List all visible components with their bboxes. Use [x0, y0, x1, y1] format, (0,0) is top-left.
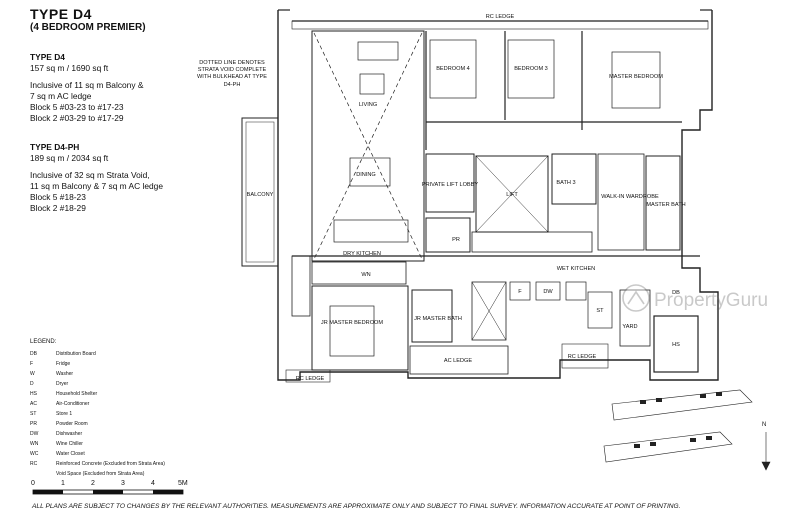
st-label: ST	[596, 308, 604, 314]
legend-desc: Dryer	[56, 381, 69, 387]
legend-item: D Dryer	[30, 380, 68, 389]
type-d4-area: 157 sq m / 1690 sq ft	[30, 63, 109, 73]
scale-tick: 3	[121, 480, 125, 487]
legend-code: WN	[30, 441, 39, 447]
db-label: DB	[672, 290, 680, 296]
type-d4-heading: TYPE D4	[30, 52, 65, 62]
master-bedroom-label: MASTER BEDROOM	[609, 74, 663, 80]
legend-code: WC	[30, 451, 39, 457]
legend-item: PR Powder Room	[30, 420, 88, 429]
dishwasher-label: DW	[543, 289, 553, 295]
lift-label: LIFT	[506, 192, 518, 198]
rc-ledge-top-label: RC LEDGE	[486, 14, 515, 20]
type-d4ph-heading: TYPE D4-PH	[30, 142, 80, 152]
legend-code: DW	[30, 431, 39, 437]
legend-item: DB Distribution Board	[30, 350, 96, 359]
type-d4ph-line: Block 2 #18-29	[30, 203, 86, 213]
legend-code: PR	[30, 421, 37, 427]
scale-tick: 0	[31, 480, 35, 487]
type-d4-line: 7 sq m AC ledge	[30, 91, 92, 101]
private-lift-lobby-label: PRIVATE LIFT LOBBY	[422, 182, 479, 188]
legend-item: F Fridge	[30, 360, 70, 369]
balcony-label: BALCONY	[247, 192, 274, 198]
legend-desc: Reinforced Concrete (Excluded from Strat…	[56, 461, 165, 467]
type-d4ph-info: TYPE D4-PH 189 sq m / 2034 sq ft Inclusi…	[30, 142, 163, 214]
bath3-label: BATH 3	[556, 180, 575, 186]
jr-master-bath-label: JR MASTER BATH	[414, 316, 462, 322]
jr-master-bedroom-label: JR MASTER BEDROOM	[321, 320, 383, 326]
legend-desc: Void Space (Excluded from Strata Area)	[56, 471, 145, 477]
rc-ledge-bottom-label: RC LEDGE	[296, 376, 325, 382]
scale-tick: 5M	[178, 480, 188, 487]
fridge-label: F	[518, 289, 522, 295]
svg-text:PropertyGuru: PropertyGuru	[654, 290, 768, 311]
legend-desc: Dishwasher	[56, 431, 83, 437]
plan-subtitle: (4 BEDROOM PREMIER)	[30, 22, 146, 33]
legend-code: HS	[30, 391, 37, 397]
dining-label: DINING	[356, 172, 376, 178]
scale-tick: 1	[61, 480, 65, 487]
bedroom4-label: BEDROOM 4	[436, 66, 470, 72]
master-bath-label: MASTER BATH	[646, 202, 685, 208]
legend-code: W	[30, 371, 35, 377]
type-d4ph-line: 11 sq m Balcony & 7 sq m AC ledge	[30, 181, 163, 191]
legend-item: WC Water Closet	[30, 450, 85, 459]
legend-desc: Store 1	[56, 411, 73, 417]
legend-code: ST	[30, 411, 37, 417]
legend-code: D	[30, 381, 34, 387]
dry-kitchen-label: DRY KITCHEN	[343, 251, 381, 257]
legend-desc: Household Shelter	[56, 391, 98, 397]
living-label: LIVING	[359, 102, 377, 108]
strata-void-note: DOTTED LINE DENOTES STRATA VOID COMPLETE…	[197, 60, 267, 88]
legend-desc: Air-Conditioner	[56, 401, 90, 407]
legend-desc: Water Closet	[56, 451, 85, 457]
legend-code: AC	[30, 401, 37, 407]
legend-code: RC	[30, 461, 38, 467]
walk-in-wardrobe-label: WALK-IN WARDROBE	[601, 194, 659, 200]
legend-desc: Distribution Board	[56, 351, 96, 357]
type-d4-line: Block 2 #03-29 to #17-29	[30, 113, 124, 123]
pr-label: PR	[452, 237, 460, 243]
scale-tick: 4	[151, 480, 155, 487]
type-d4-line: Inclusive of 11 sq m Balcony &	[30, 80, 144, 90]
type-d4-info: TYPE D4 157 sq m / 1690 sq ft Inclusive …	[30, 52, 143, 124]
type-d4ph-line: Block 5 #18-23	[30, 192, 86, 202]
wine-chiller-label: WN	[361, 272, 370, 278]
legend-item: HS Household Shelter	[30, 390, 97, 399]
wet-kitchen-label: WET KITCHEN	[557, 266, 595, 272]
legend-code: F	[30, 361, 34, 367]
scale-tick: 2	[91, 480, 95, 487]
legend-code: DB	[30, 351, 37, 357]
disclaimer-footer: ALL PLANS ARE SUBJECT TO CHANGES BY THE …	[32, 503, 681, 510]
legend-item: W Washer	[30, 370, 73, 379]
plan-title: TYPE D4	[30, 6, 92, 22]
type-d4ph-line: Inclusive of 32 sq m Strata Void,	[30, 170, 150, 180]
ac-ledge-label: AC LEDGE	[444, 358, 473, 364]
legend-desc: Powder Room	[56, 421, 88, 427]
bedroom3-label: BEDROOM 3	[514, 66, 548, 72]
legend-desc: Washer	[56, 371, 74, 377]
legend-item: ST Store 1	[30, 410, 72, 419]
hs-label: HS	[672, 342, 680, 348]
legend-item: DW Dishwasher	[30, 430, 82, 439]
type-d4ph-area: 189 sq m / 2034 sq ft	[30, 153, 109, 163]
north-label: N	[762, 422, 767, 428]
type-d4-line: Block 5 #03-23 to #17-23	[30, 102, 124, 112]
legend-item: AC Air-Conditioner	[30, 400, 89, 409]
legend-item: Void Space (Excluded from Strata Area)	[30, 470, 144, 479]
legend-item: WN Wine Chiller	[30, 440, 83, 449]
scale-bar	[32, 489, 184, 495]
key-plan	[603, 389, 771, 471]
legend-title: LEGEND:	[30, 339, 57, 345]
legend-desc: Fridge	[56, 361, 71, 367]
rc-ledge-mid-label: RC LEDGE	[568, 354, 597, 360]
legend-desc: Wine Chiller	[56, 441, 83, 447]
legend-item: RC Reinforced Concrete (Excluded from Str…	[30, 460, 165, 469]
watermark: PropertyGuru	[622, 284, 768, 312]
yard-label: YARD	[622, 324, 637, 330]
